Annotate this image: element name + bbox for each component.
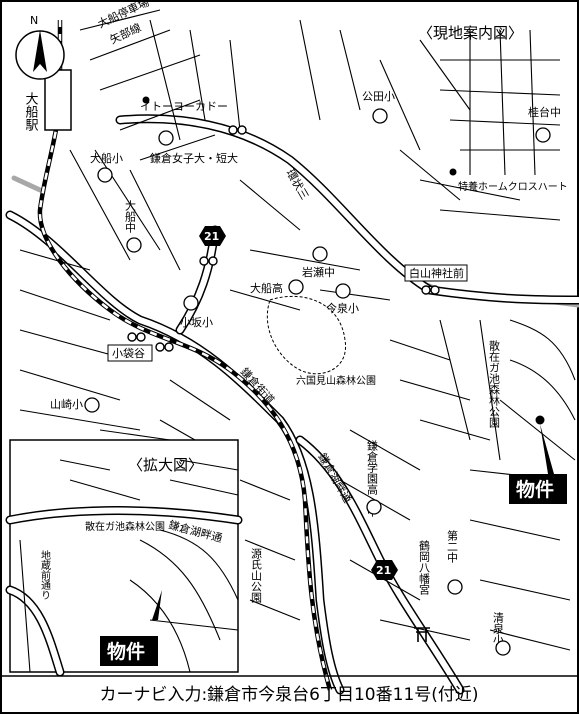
label-kobukuro-stop: 小袋谷 [112, 346, 145, 360]
property-label: 物件 [516, 478, 554, 501]
label-ofuna-middle: 大船中 [124, 199, 137, 233]
route-21-label-1: 21 [204, 230, 219, 243]
label-iwase-middle: 岩瀬中 [302, 265, 335, 279]
route-21-marker-1 [199, 226, 226, 246]
label-sanpo-park: 散在ガ池森林公園 [488, 339, 501, 429]
inset-title: 〈拡大図〉 [128, 456, 203, 474]
label-kamakura-gakuen: 鎌倉学園高・中 [366, 439, 379, 517]
label-kosaka-elem: 小坂小 [180, 316, 213, 329]
label-kugen-elem: 公田小 [362, 90, 395, 103]
shrine-symbol [414, 627, 430, 642]
label-daini-middle: 第二中 [446, 529, 459, 563]
school-symbols [84, 108, 551, 656]
footer-address: カーナビ入力:鎌倉市今泉台6丁目10番11号(付近) [99, 685, 478, 705]
label-genji-park: 源氏山公園 [250, 547, 263, 604]
route-21-marker-2 [371, 560, 398, 580]
inset-property-box [100, 636, 158, 666]
property-dot [535, 415, 545, 425]
label-ofuna-elem: 大船小 [90, 151, 123, 165]
ito-yokado-dot [142, 96, 150, 104]
gray-river-left [11, 175, 43, 193]
label-ito-yokado: イトーヨーカドー [140, 100, 228, 113]
north-label: N [30, 14, 38, 27]
shirayama-stop-box [404, 264, 468, 282]
label-inset-park: 散在ガ池森林公園 [85, 520, 165, 533]
label-jizomae: 地蔵前通り [39, 549, 51, 600]
ofuna-station-block [44, 69, 72, 131]
property-label-box [509, 474, 567, 504]
tokuyo-home-dot [449, 168, 457, 176]
label-rokkokukenzan: 六国見山森林公園 [296, 374, 376, 387]
bus-stop-marks [127, 125, 440, 352]
inset-property-pointer [152, 590, 162, 620]
label-ofuna-high: 大船高 [250, 281, 283, 295]
north-arrow [15, 30, 65, 80]
label-katsuradai-middle: 桂台中 [528, 105, 561, 119]
inset-property-label: 物件 [107, 640, 145, 663]
label-yamasaki-elem: 山崎小 [50, 397, 83, 411]
route-21-label-2: 21 [376, 564, 391, 577]
label-seisen-elem: 清泉小 [492, 612, 505, 646]
inset-map [5, 439, 243, 677]
label-tsurugaoka: 鶴岡八幡宮 [418, 539, 431, 596]
street-network [19, 9, 576, 651]
label-tokuyo-home: 特養ホームクロスハート [458, 180, 568, 193]
label-shirayama-stop: 白山神社前 [409, 266, 464, 280]
kobukuro-stop-box [107, 344, 153, 362]
map-title: 〈現地案内図〉 [418, 24, 523, 42]
ofuna-station-label: 大船駅 [23, 92, 39, 132]
property-pointer [540, 424, 554, 474]
label-imaizumi-elem: 今泉小 [326, 301, 359, 315]
label-kamakura-women: 鎌倉女子大・短大 [150, 151, 238, 165]
